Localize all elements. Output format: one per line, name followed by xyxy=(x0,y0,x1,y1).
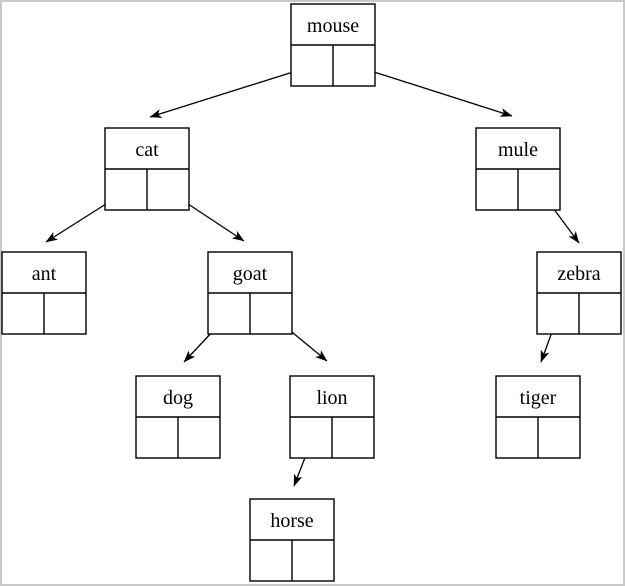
node-label: mule xyxy=(498,139,538,161)
node-label: horse xyxy=(270,510,313,532)
node-label: cat xyxy=(135,139,159,161)
tree-node-mouse: mouse xyxy=(290,3,376,87)
node-label: dog xyxy=(163,387,193,409)
tree-node-tiger: tiger xyxy=(495,375,581,459)
tree-node-goat: goat xyxy=(207,251,293,335)
node-label: goat xyxy=(233,263,268,285)
tree-node-lion: lion xyxy=(289,375,375,459)
tree-node-dog: dog xyxy=(135,375,221,459)
tree-node-zebra: zebra xyxy=(536,251,622,335)
node-label: zebra xyxy=(557,263,600,285)
tree-node-cat: cat xyxy=(104,127,190,211)
node-label: ant xyxy=(32,263,57,285)
edge-mouse-left-to-cat xyxy=(149,65,313,118)
tree-node-mule: mule xyxy=(475,127,561,211)
node-label: lion xyxy=(316,387,347,409)
tree-node-ant: ant xyxy=(1,251,87,335)
node-label: tiger xyxy=(520,387,557,409)
edge-mouse-right-to-mule xyxy=(351,64,513,117)
node-label: mouse xyxy=(307,15,359,37)
tree-node-horse: horse xyxy=(249,498,335,582)
